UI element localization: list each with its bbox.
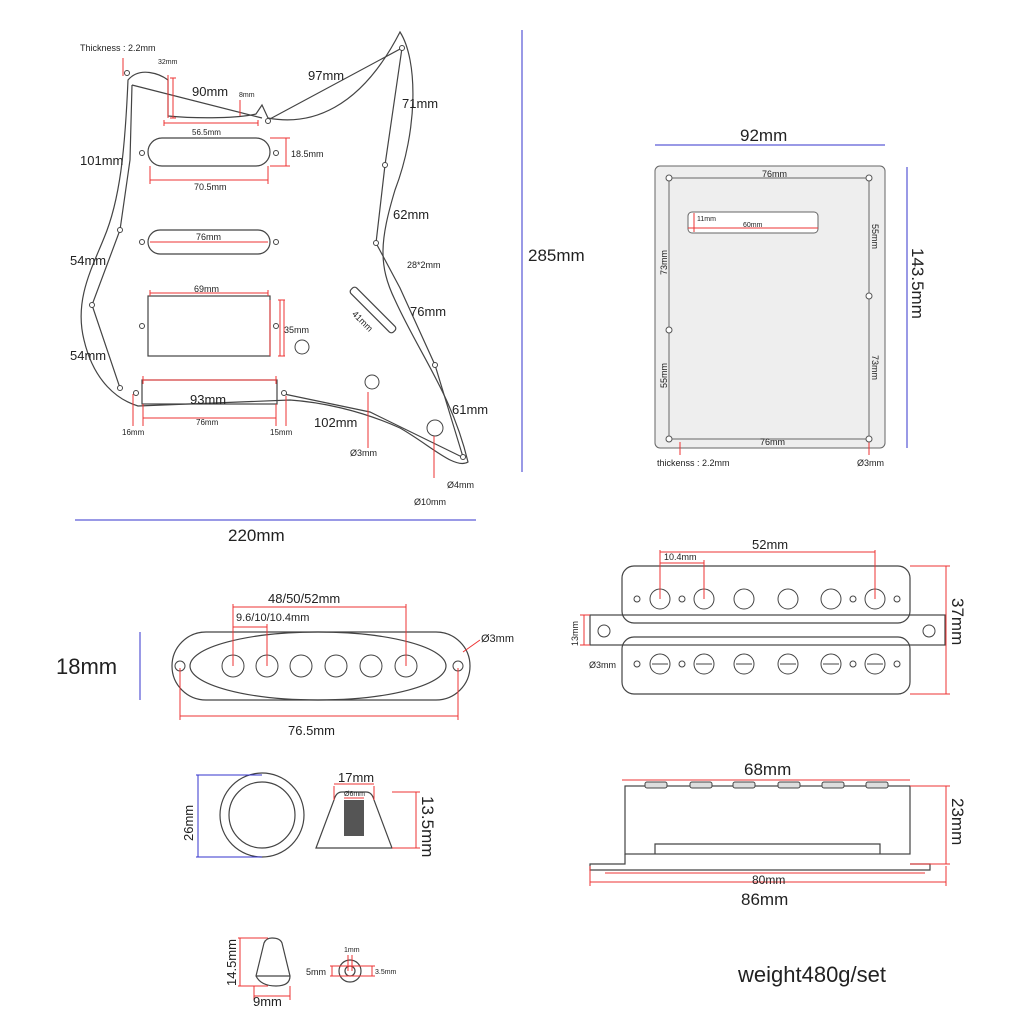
backplate-bottom-76mm: 76mm bbox=[760, 437, 785, 447]
dim-56-5mm: 56.5mm bbox=[192, 128, 221, 137]
knob-top: 17mm bbox=[338, 770, 374, 785]
sc-height: 18mm bbox=[56, 654, 117, 679]
dim-dia4mm: Ø4mm bbox=[447, 480, 474, 490]
right-upper: 55mm bbox=[870, 224, 880, 249]
sc-pole: 9.6/10/10.4mm bbox=[236, 612, 309, 624]
switch-tip: 14.5mm 9mm 1mm 5mm 3.5mm bbox=[224, 937, 397, 1009]
dim-102mm: 102mm bbox=[314, 415, 357, 430]
left-upper: 73mm bbox=[659, 250, 669, 275]
dim-dia10mm: Ø10mm bbox=[414, 497, 446, 507]
slot-height: 11mm bbox=[697, 216, 716, 223]
humbucker-top: 52mm 10.4mm 13mm Ø3mm 37mm bbox=[570, 537, 967, 695]
dim-220mm: 220mm bbox=[228, 526, 285, 545]
single-coil-pickup: 48/50/52mm 9.6/10/10.4mm Ø3mm 18mm 76.5m… bbox=[56, 591, 514, 738]
dim-285mm: 285mm bbox=[528, 246, 585, 265]
pickguard: Thickness : 2.2mm 32mm 90mm 8mm 97mm 71m… bbox=[70, 30, 585, 545]
dim-15mm: 15mm bbox=[270, 428, 293, 437]
dim-69mm: 69mm bbox=[194, 284, 219, 294]
dim-54mm-lower: 54mm bbox=[70, 348, 106, 363]
dim-35mm: 35mm bbox=[284, 325, 309, 335]
backplate-height: 143.5mm bbox=[908, 248, 927, 319]
backplate-hole: Ø3mm bbox=[857, 458, 884, 468]
dim-dia3mm: Ø3mm bbox=[350, 448, 377, 458]
hb-height: 37mm bbox=[948, 598, 967, 645]
humbucker-side: 68mm 80mm 86mm 23mm bbox=[589, 760, 967, 909]
tip-inner: 3.5mm bbox=[375, 969, 397, 976]
dim-8mm: 8mm bbox=[239, 92, 255, 99]
dim-76mm-middle: 76mm bbox=[196, 232, 221, 242]
dim-61mm: 61mm bbox=[452, 402, 488, 417]
backplate-thickness: thickenss : 2.2mm bbox=[657, 458, 730, 468]
backplate: 92mm 143.5mm 76mm 76mm 11mm 60mm 73mm 55… bbox=[654, 126, 927, 468]
backplate-width: 92mm bbox=[740, 126, 787, 145]
dim-93mm: 93mm bbox=[190, 392, 226, 407]
hb-tab: 13mm bbox=[570, 621, 580, 646]
knob-diameter: 26mm bbox=[181, 805, 196, 841]
tip-outer: 5mm bbox=[306, 967, 326, 977]
backplate-top-76mm: 76mm bbox=[762, 169, 787, 179]
dim-70-5mm: 70.5mm bbox=[194, 182, 227, 192]
tip-height: 14.5mm bbox=[224, 939, 239, 986]
dim-71mm: 71mm bbox=[402, 96, 438, 111]
weight-label: weight480g/set bbox=[737, 962, 886, 987]
dim-76mm-bottom: 76mm bbox=[196, 418, 219, 427]
dim-32mm: 32mm bbox=[158, 59, 178, 66]
slot-width: 60mm bbox=[743, 222, 763, 229]
hb-base-outer: 86mm bbox=[741, 890, 788, 909]
hb-spacing: 52mm bbox=[752, 537, 788, 552]
dim-28x2mm: 28*2mm bbox=[407, 260, 441, 270]
left-lower: 55mm bbox=[659, 363, 669, 388]
dim-16mm: 16mm bbox=[122, 428, 145, 437]
sc-hole: Ø3mm bbox=[481, 633, 514, 645]
hb-hole: Ø3mm bbox=[589, 660, 616, 670]
thickness-label: Thickness : 2.2mm bbox=[80, 43, 156, 53]
dim-90mm: 90mm bbox=[192, 84, 228, 99]
dim-101mm: 101mm bbox=[80, 153, 123, 168]
dim-62mm: 62mm bbox=[393, 207, 429, 222]
knob-shaft: Ø6mm bbox=[344, 791, 365, 798]
hb-base-inner: 80mm bbox=[752, 873, 785, 887]
dim-97mm: 97mm bbox=[308, 68, 344, 83]
tip-slot: 1mm bbox=[344, 947, 360, 954]
tip-width: 9mm bbox=[253, 994, 282, 1009]
sc-length: 76.5mm bbox=[288, 723, 335, 738]
dim-18-5mm: 18.5mm bbox=[291, 149, 324, 159]
sc-spacing: 48/50/52mm bbox=[268, 591, 340, 606]
knob: 26mm 17mm Ø6mm 13.5mm bbox=[181, 770, 437, 858]
dim-41mm: 41mm bbox=[350, 309, 375, 334]
hb-length: 68mm bbox=[744, 760, 791, 779]
dim-76mm-side: 76mm bbox=[410, 304, 446, 319]
hb-pole: 10.4mm bbox=[664, 552, 697, 562]
hb-side-height: 23mm bbox=[948, 798, 967, 845]
right-lower: 73mm bbox=[870, 355, 880, 380]
knob-height: 13.5mm bbox=[418, 796, 437, 857]
dim-54mm-upper: 54mm bbox=[70, 253, 106, 268]
